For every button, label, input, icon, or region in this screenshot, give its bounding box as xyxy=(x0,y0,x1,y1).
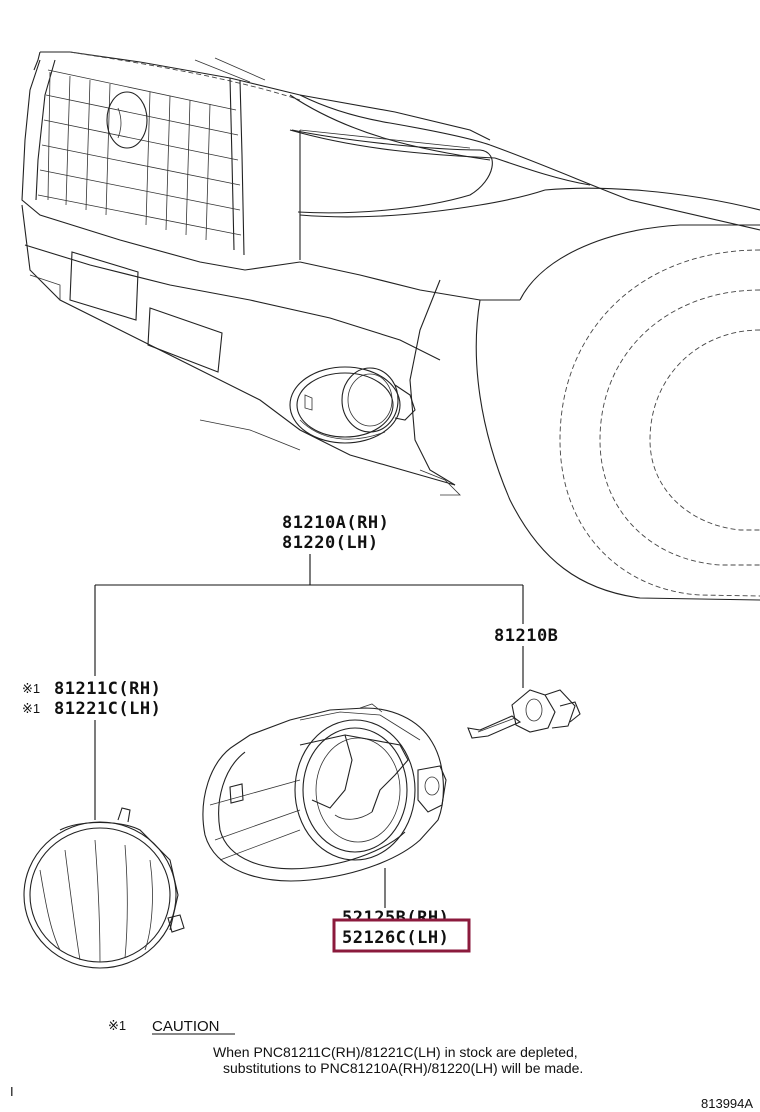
diagram-code: 813994A xyxy=(701,1096,753,1111)
fog-lamp-housing-illustration xyxy=(202,703,447,882)
callout-assembly-rh[interactable]: 81210A(RH) xyxy=(282,513,389,533)
callout-assembly-lh[interactable]: 81220(LH) xyxy=(282,533,379,553)
caution-heading: CAUTION xyxy=(152,1018,220,1035)
vehicle-front-illustration xyxy=(21,51,760,601)
lens-rh-marker: ※1 xyxy=(22,681,40,696)
highlight-box xyxy=(332,918,471,953)
fog-lamp-lens-illustration xyxy=(23,807,185,969)
leader-lines xyxy=(94,554,524,908)
caution-line-1: When PNC81211C(RH)/81221C(LH) in stock a… xyxy=(213,1044,578,1060)
caution-line-2: substitutions to PNC81210A(RH)/81220(LH)… xyxy=(223,1060,583,1076)
caution-marker: ※1 xyxy=(108,1018,126,1033)
callout-bracket-lh[interactable]: 52126C(LH) xyxy=(342,928,449,948)
callout-lens-lh[interactable]: 81221C(LH) xyxy=(54,699,161,719)
lens-lh-marker: ※1 xyxy=(22,701,40,716)
caution-note: ※1 CAUTION When PNC81211C(RH)/81221C(LH)… xyxy=(108,1018,583,1076)
callout-lens-rh[interactable]: 81211C(RH) xyxy=(54,679,161,699)
fog-lamp-bulb-illustration xyxy=(467,689,581,739)
footer-left-mark: I xyxy=(10,1084,14,1099)
callout-bulb[interactable]: 81210B xyxy=(494,626,558,646)
